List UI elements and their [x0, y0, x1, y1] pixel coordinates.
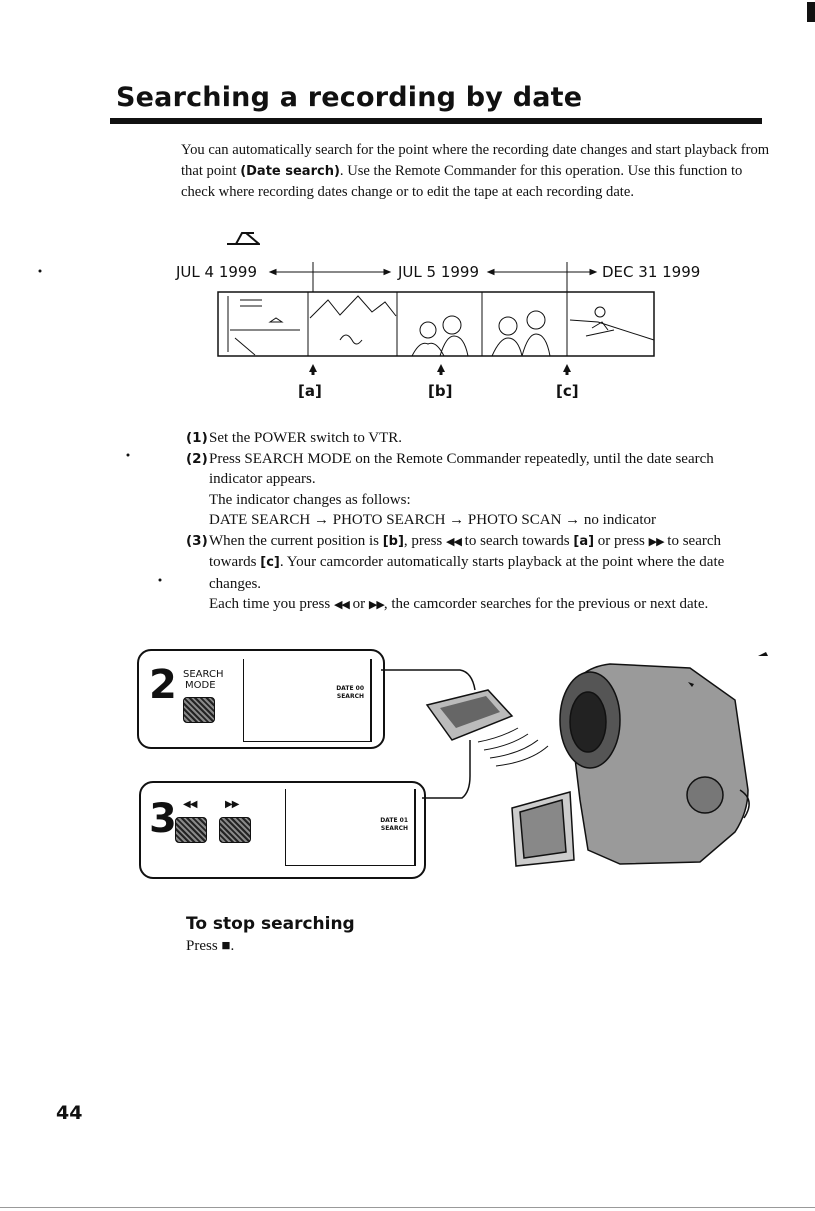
step-text-part: . Your camcorder automatically starts pl…: [209, 554, 725, 592]
next-icon: ▶▶: [225, 799, 239, 810]
step-text-part: to search towards: [460, 532, 574, 549]
stop-text: Press ■.: [186, 938, 235, 954]
date-label-3: DEC 31 1999: [602, 263, 701, 281]
search-mode-button[interactable]: [183, 697, 215, 723]
position-ref: [c]: [260, 555, 280, 570]
panel-number: 3: [149, 796, 177, 842]
stop-heading: To stop searching: [186, 914, 355, 934]
step-text-part: , press: [403, 532, 446, 549]
step-text-part: or press: [594, 532, 649, 549]
step-text: Set the POWER switch to VTR.: [209, 430, 403, 446]
title-rule: [110, 118, 762, 124]
step-text-part: or: [348, 596, 369, 612]
step-text: DATE SEARCH → PHOTO SEARCH → PHOTO SCAN …: [209, 512, 656, 528]
position-label-c: [c]: [556, 382, 579, 400]
step-text: When the current position is [b], press …: [209, 531, 766, 595]
screen-search: SEARCH: [380, 825, 408, 832]
prev-button[interactable]: [175, 817, 207, 843]
step-text: Each time you press ◀◀ or ▶▶, the camcor…: [209, 594, 766, 616]
step-text: The indicator changes as follows:: [209, 491, 411, 508]
position-ref: [a]: [573, 533, 595, 549]
intro-bold-term: (Date search): [240, 163, 340, 179]
step-3: (3) When the current position is [b], pr…: [186, 531, 766, 616]
position-label-b: [b]: [428, 382, 453, 400]
step-number: (3): [186, 532, 208, 549]
step-text: Press SEARCH MODE on the Remote Commande…: [209, 450, 714, 488]
remote-commander-icon: [425, 689, 549, 767]
intro-text-2: . Use the Remote Commander for this oper…: [181, 162, 743, 201]
step-text-part: , the camcorder searches for the previou…: [383, 596, 709, 612]
position-ref: [b]: [382, 533, 404, 549]
prev-button-icon: ◀◀: [333, 598, 350, 611]
mode-label: MODE: [185, 680, 216, 691]
page-number: 44: [56, 1102, 83, 1124]
step-number: (1): [186, 430, 208, 446]
step-2: (2) Press SEARCH MODE on the Remote Comm…: [186, 449, 766, 531]
step-2-panel: 2 SEARCH MODE DATE 00 SEARCH: [137, 649, 385, 749]
step-list: (1) Set the POWER switch to VTR. (2) Pre…: [186, 428, 766, 616]
position-label-a: [a]: [298, 382, 322, 400]
date-label-1: JUL 4 1999: [176, 263, 258, 281]
display-screen: DATE 00 SEARCH: [243, 659, 372, 742]
search-label: SEARCH: [183, 669, 224, 680]
remote-camcorder-illustration: [38, 269, 768, 867]
intro-paragraph: You can automatically search for the poi…: [181, 140, 771, 203]
intro-text-1: You can automatically search for the poi…: [181, 142, 770, 179]
panel-number: 2: [149, 662, 177, 708]
bottom-rule: [0, 1207, 815, 1208]
page-title: Searching a recording by date: [116, 82, 583, 113]
prev-icon: ◀◀: [183, 799, 197, 810]
step-3-panel: 3 ◀◀ ▶▶ DATE 01 SEARCH: [139, 781, 426, 879]
camcorder-icon: [511, 663, 750, 867]
step-text-part: When the current position is: [209, 532, 383, 549]
screen-search: SEARCH: [336, 693, 364, 700]
step-number: (2): [186, 450, 208, 467]
step-text-part: to search towards: [209, 532, 722, 571]
step-1: (1) Set the POWER switch to VTR.: [186, 428, 766, 449]
corner-mark: [807, 2, 815, 22]
date-label-2: JUL 5 1999: [398, 263, 480, 281]
next-button[interactable]: [219, 817, 251, 843]
next-button-icon: ▶▶: [648, 534, 665, 548]
display-screen: DATE 01 SEARCH: [285, 789, 416, 866]
tape-direction-icon: [227, 232, 260, 245]
step-text-part: Each time you press: [209, 596, 334, 612]
tape-timeline-diagram: [217, 262, 655, 375]
screen-date: DATE 00: [336, 685, 364, 692]
prev-button-icon: ◀◀: [446, 534, 462, 548]
next-button-icon: ▶▶: [368, 598, 385, 611]
screen-date: DATE 01: [380, 817, 408, 824]
